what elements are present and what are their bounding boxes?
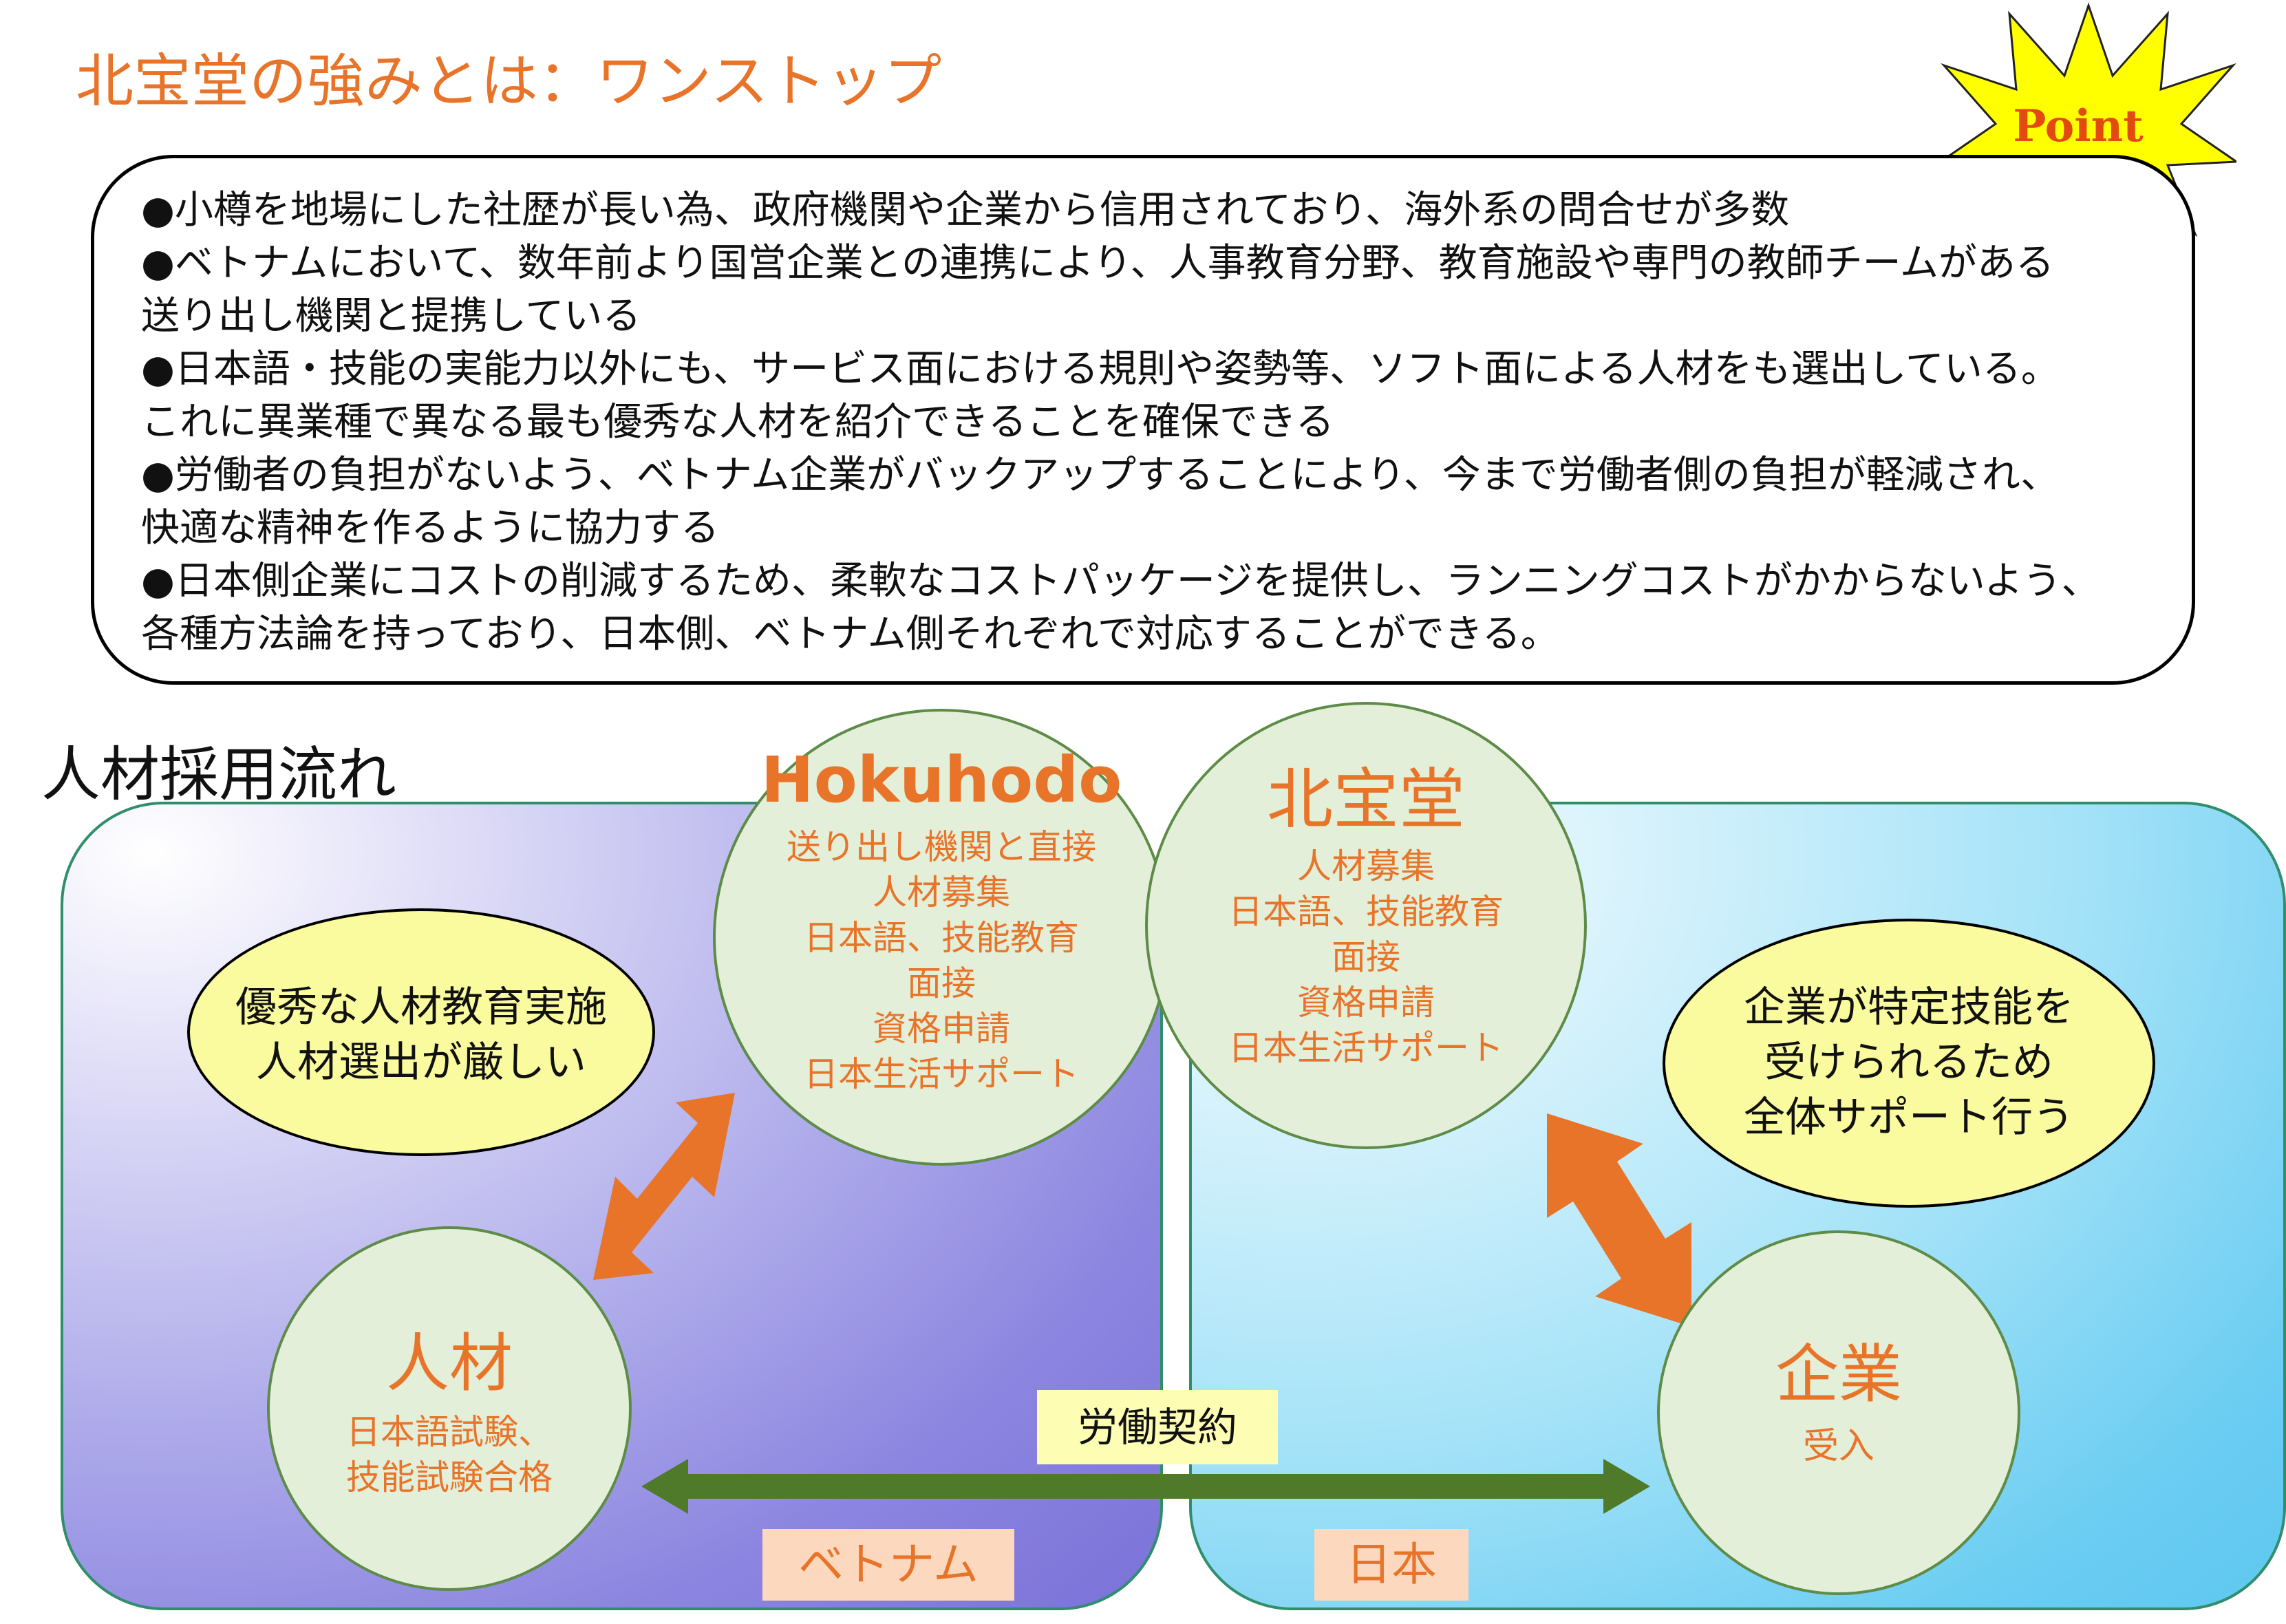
company-circle: 企業 受入	[1657, 1230, 2020, 1595]
japan-note-line: 受けられるため	[1764, 1038, 2053, 1087]
hokuhodo-japan-item: 資格申請	[1297, 983, 1435, 1023]
vietnam-note-line: 優秀な人材教育実施	[235, 983, 607, 1032]
hokuhodo-japan-item: 人材募集	[1297, 846, 1435, 886]
company-item: 受入	[1802, 1426, 1874, 1467]
strength-line: 送り出し機関と提携している	[141, 294, 641, 339]
talent-title: 人材	[385, 1327, 513, 1400]
strengths-box	[91, 155, 2195, 685]
green-contract-arrow	[641, 1459, 1650, 1514]
point-badge-text: Point	[2013, 100, 2144, 152]
japan-note-ellipse: 企業が特定技能を 受けられるため 全体サポート行う	[1663, 919, 2155, 1208]
flow-section-title: 人材採用流れ	[41, 740, 396, 809]
talent-item: 日本語試験、	[346, 1412, 553, 1452]
hokuhodo-item: 送り出し機関と直接	[787, 827, 1096, 867]
strength-line: 快適な精神を作るように協力する	[141, 506, 719, 551]
orange-double-arrow-left	[593, 1093, 735, 1280]
talent-circle: 人材 日本語試験、 技能試験合格	[267, 1226, 632, 1591]
strength-line: ●ベトナムにおいて、数年前より国営企業との連携により、人事教育分野、教育施設や専…	[141, 241, 2054, 286]
japan-label: 日本	[1314, 1529, 1468, 1601]
hokuhodo-item: 日本生活サポート	[804, 1054, 1079, 1094]
hokuhodo-japan-item: 日本生活サポート	[1228, 1028, 1504, 1068]
hokuhodo-item: 日本語、技能教育	[804, 918, 1079, 958]
strength-line: 各種方法論を持っており、日本側、ベトナム側それぞれで対応することができる。	[141, 612, 1559, 656]
japan-note-line: 企業が特定技能を	[1744, 983, 2074, 1032]
japan-note-line: 全体サポート行う	[1744, 1093, 2074, 1142]
strength-line: ●日本側企業にコストの削減するため、柔軟なコストパッケージを提供し、ランニングコ…	[141, 559, 2100, 603]
talent-item: 技能試験合格	[346, 1457, 553, 1497]
vietnam-note-line: 人材選出が厳しい	[256, 1038, 586, 1087]
strength-line: これに異業種で異なる最も優秀な人材を紹介できることを確保できる	[141, 400, 1334, 445]
strength-line: ●日本語・技能の実能力以外にも、サービス面における規則や姿勢等、ソフト面による人…	[141, 347, 2060, 392]
hokuhodo-japan-circle: 北宝堂 人材募集 日本語、技能教育 面接 資格申請 日本生活サポート	[1145, 702, 1587, 1149]
orange-double-arrow-right	[1547, 1113, 1691, 1327]
strength-line: ●労働者の負担がないよう、ベトナム企業がバックアップすることにより、今まで労働者…	[141, 453, 2060, 498]
hokuhodo-japan-title: 北宝堂	[1267, 761, 1465, 838]
hokuhodo-japan-item: 日本語、技能教育	[1228, 892, 1504, 932]
hokuhodo-item: 資格申請	[873, 1009, 1010, 1049]
vietnam-note-ellipse: 優秀な人材教育実施 人材選出が厳しい	[187, 908, 655, 1156]
hokuhodo-japan-item: 面接	[1332, 937, 1400, 977]
labor-contract-label: 労働契約	[1037, 1390, 1278, 1464]
hokuhodo-item: 人材募集	[873, 873, 1010, 912]
hokuhodo-circle: Hokuhodo 送り出し機関と直接 人材募集 日本語、技能教育 面接 資格申請…	[713, 709, 1170, 1166]
vietnam-label: ベトナム	[762, 1529, 1014, 1601]
strength-line: ●小樽を地場にした社歴が長い為、政府機関や企業から信用されており、海外系の問合せ…	[141, 188, 1790, 233]
hokuhodo-title: Hokuhodo	[760, 743, 1122, 817]
page-title: 北宝堂の強みとは：ワンストップ	[76, 47, 942, 115]
hokuhodo-item: 面接	[907, 963, 976, 1003]
company-title: 企業	[1775, 1338, 1902, 1411]
